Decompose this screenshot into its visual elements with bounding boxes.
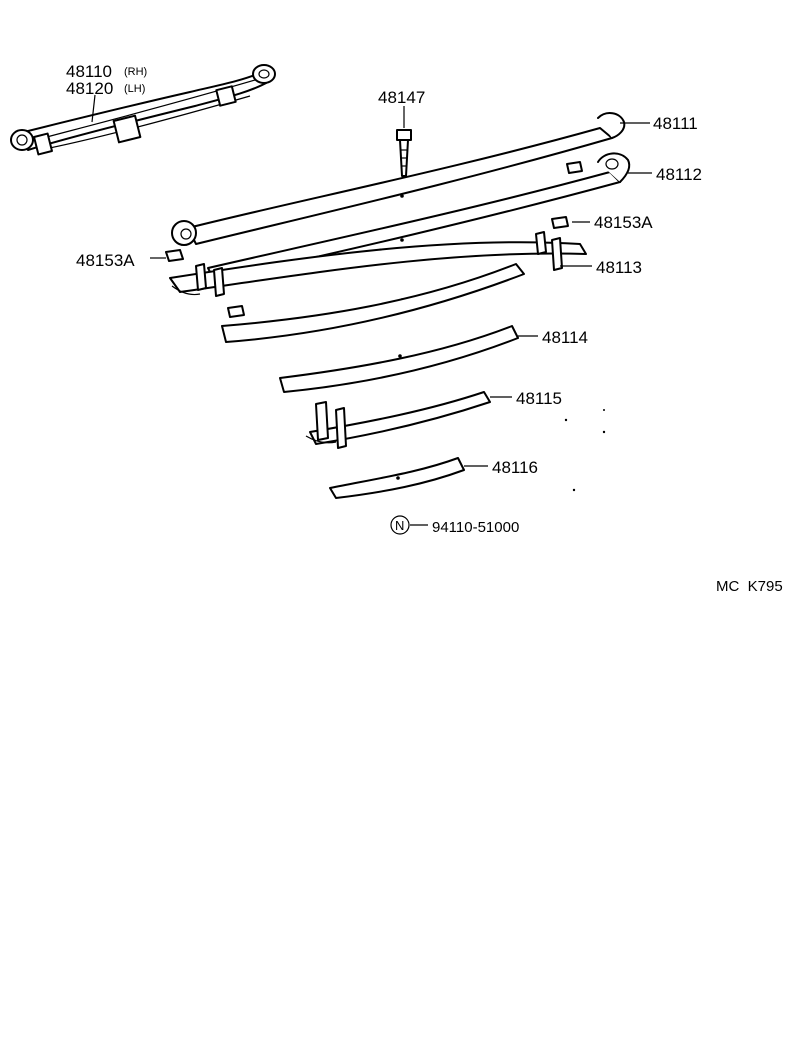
center-bolt — [396, 129, 412, 177]
insert-pad-right — [551, 161, 583, 229]
insert-pad-middle — [227, 305, 245, 318]
leaf-1-part-number: 48111 — [653, 114, 698, 133]
note-reference: N 94110-51000 — [390, 515, 519, 536]
leaf-spring-assembly — [10, 64, 276, 156]
note-part-number: 94110-51000 — [432, 519, 519, 536]
speck — [572, 488, 576, 492]
assembly-alt-side-label: (LH) — [124, 83, 145, 95]
insert-right-part-number: 48153A — [594, 213, 653, 232]
assembly-alt-part-number: 48120 — [66, 79, 113, 98]
main-leaf — [171, 112, 626, 246]
insert-pad-left — [165, 249, 184, 262]
figure-code: MC K795 — [716, 578, 783, 595]
leaf-2-part-number: 48112 — [656, 165, 702, 184]
note-circle-icon — [390, 515, 410, 535]
fourth-leaf-lower — [279, 325, 519, 393]
sixth-leaf — [329, 457, 465, 499]
fifth-leaf — [305, 391, 491, 449]
speck — [564, 418, 568, 422]
leaf-3-part-number: 48113 — [596, 258, 642, 277]
note-symbol: N — [395, 518, 404, 533]
insert-left-part-number: 48153A — [76, 251, 135, 270]
leaf-5-part-number: 48115 — [516, 389, 562, 408]
leaf-6-part-number: 48116 — [492, 458, 538, 477]
bolt-part-number: 48147 — [378, 88, 425, 107]
assembly-part-number: 48110 — [66, 62, 112, 81]
assembly-side-label: (RH) — [124, 66, 147, 78]
fourth-leaf — [221, 263, 525, 358]
speck — [603, 409, 605, 411]
third-leaf — [169, 231, 587, 302]
speck — [602, 430, 606, 434]
leaf-4-part-number: 48114 — [542, 328, 588, 347]
